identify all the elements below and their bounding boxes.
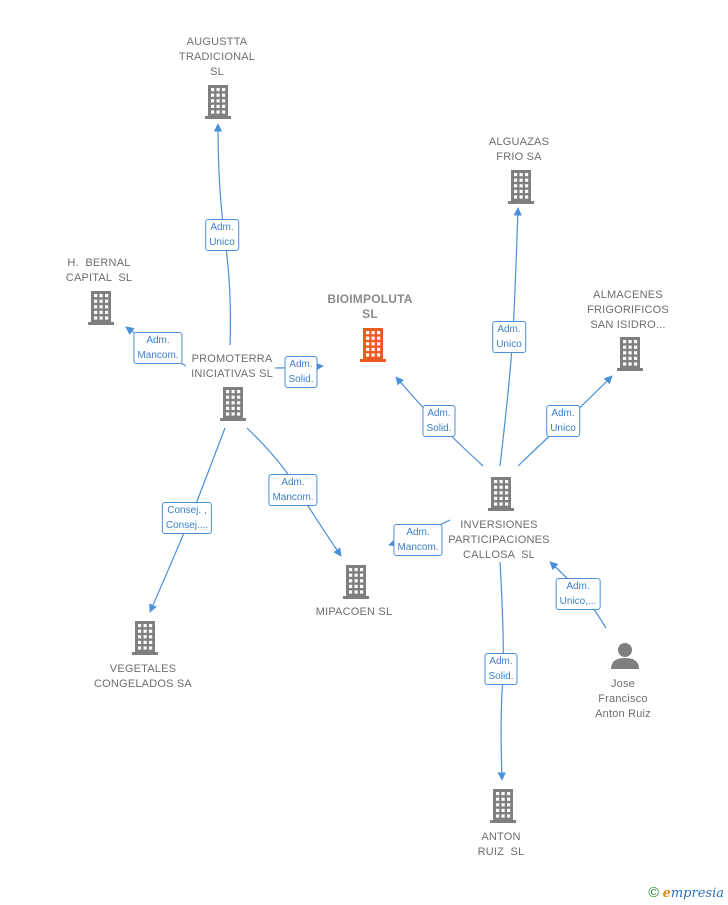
- building-icon[interactable]: [88, 291, 114, 325]
- node-label-antonruiz[interactable]: ANTON RUIZ SL: [477, 831, 525, 858]
- node-label-almacenes[interactable]: ALMACENES FRIGORIFICOS SAN ISIDRO...: [587, 289, 669, 331]
- node-label-hbernal[interactable]: H. BERNAL CAPITAL SL: [65, 257, 133, 284]
- edge-label[interactable]: Adm. Solid.: [484, 653, 518, 685]
- node-label-vegetales[interactable]: VEGETALES CONGELADOS SA: [94, 663, 192, 690]
- edge-label[interactable]: Adm. Unico: [546, 405, 580, 437]
- node-label-promoterra[interactable]: PROMOTERRA INICIATIVAS SL: [191, 353, 273, 380]
- edge-label[interactable]: Adm. Mancom.: [268, 474, 318, 506]
- node-label-augustta[interactable]: AUGUSTTA TRADICIONAL SL: [178, 36, 256, 78]
- node-label-alguazas[interactable]: ALGUAZAS FRIO SA: [488, 136, 550, 163]
- building-icon[interactable]: [488, 477, 514, 511]
- node-label-mipacoen[interactable]: MIPACOEN SL: [315, 606, 393, 618]
- edge-label[interactable]: Adm. Unico: [205, 219, 239, 251]
- edge-label[interactable]: Adm. Unico: [492, 321, 526, 353]
- node-label-bioimpoluta[interactable]: BIOIMPOLUTA SL: [327, 292, 413, 321]
- edge-label[interactable]: Adm. Mancom.: [393, 524, 443, 556]
- edge-label[interactable]: Adm. Unico,...: [555, 578, 601, 610]
- person-icon[interactable]: [611, 643, 639, 669]
- edge-label[interactable]: Adm. Solid.: [422, 405, 456, 437]
- edge-promoterra-to-vegetales: [149, 427, 226, 613]
- building-icon[interactable]: [490, 789, 516, 823]
- edge-label[interactable]: Adm. Solid.: [284, 356, 318, 388]
- node-label-jose[interactable]: Jose Francisco Anton Ruiz: [595, 678, 651, 720]
- node-label-inversiones[interactable]: INVERSIONES PARTICIPACIONES CALLOSA SL: [448, 519, 550, 561]
- building-icon[interactable]: [617, 337, 643, 371]
- empresia-logo[interactable]: ©empresia: [646, 885, 724, 901]
- edge-label[interactable]: Adm. Mancom.: [133, 332, 183, 364]
- building-icon[interactable]: [508, 170, 534, 204]
- building-icon[interactable]: [132, 621, 158, 655]
- building-icon[interactable]: [220, 387, 246, 421]
- building-icon[interactable]: [360, 328, 386, 362]
- building-icon[interactable]: [343, 565, 369, 599]
- edge-label[interactable]: Consej. , Consej....: [161, 502, 213, 534]
- copyright-icon: ©: [646, 885, 661, 901]
- building-icon[interactable]: [205, 85, 231, 119]
